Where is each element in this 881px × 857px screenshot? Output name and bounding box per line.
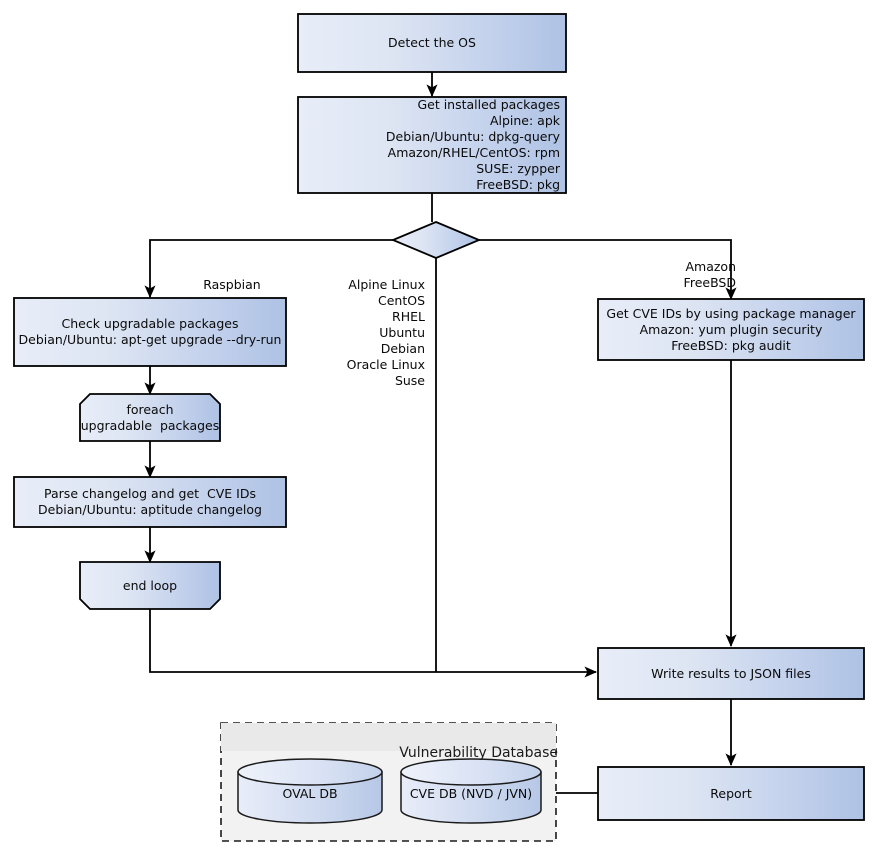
group-header-band	[221, 723, 556, 751]
node-oval-db[interactable]	[237, 758, 383, 824]
node-check-upgradable[interactable]	[13, 297, 287, 367]
node-get-installed-packages[interactable]	[297, 96, 567, 194]
edge-label-middle-distros: Alpine Linux CentOS RHEL Ubuntu Debian O…	[281, 261, 425, 389]
node-end-loop[interactable]	[79, 561, 221, 610]
edge-label-amazon-freebsd-text: Amazon FreeBSD	[683, 259, 736, 290]
edge-endloop-to-write	[149, 609, 598, 678]
node-foreach-loop[interactable]	[79, 393, 221, 442]
node-detect-os[interactable]	[297, 13, 567, 73]
connector-layer	[144, 72, 737, 794]
edge-label-raspbian: Raspbian	[148, 261, 308, 293]
edge-decision-raspbian	[144, 239, 393, 299]
node-parse-changelog[interactable]	[13, 476, 287, 528]
node-cve-db[interactable]	[400, 758, 542, 824]
node-write-results[interactable]	[597, 647, 865, 700]
node-report[interactable]	[597, 766, 865, 821]
group-title-vulnerability-database: Vulnerability Database	[256, 729, 558, 761]
group-title-text: Vulnerability Database	[399, 745, 558, 761]
node-os-decision-diamond[interactable]	[390, 221, 482, 259]
edge-label-amazon-freebsd: Amazon FreeBSD	[595, 243, 736, 291]
edge-decision-amazon-freebsd	[479, 239, 737, 301]
node-get-cve-ids-pkgmgr[interactable]	[597, 298, 865, 361]
edge-label-middle-distros-text: Alpine Linux CentOS RHEL Ubuntu Debian O…	[346, 277, 425, 388]
edge-label-raspbian-text: Raspbian	[203, 277, 261, 292]
